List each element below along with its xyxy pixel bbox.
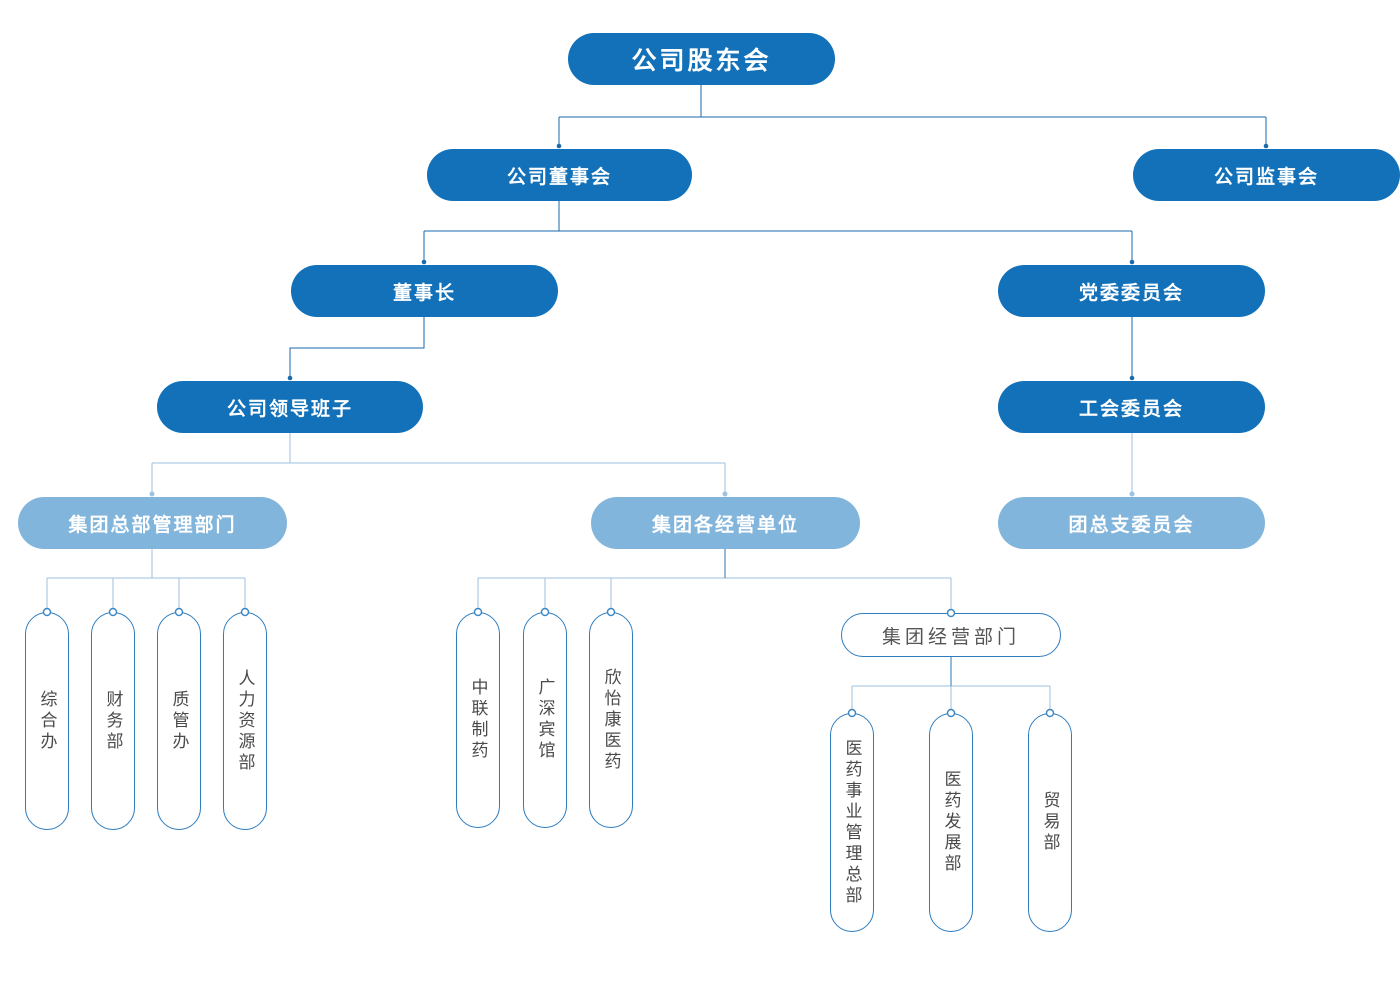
node-shareholders: 公司股东会 xyxy=(568,33,835,85)
node-trade: 贸易部 xyxy=(1028,713,1072,932)
node-general-office: 综合办 xyxy=(25,612,69,830)
connector-segment xyxy=(289,317,425,378)
node-label: 质管办 xyxy=(169,689,189,753)
junction-dots-light xyxy=(149,491,1135,497)
junction-dot xyxy=(1129,375,1135,381)
node-zhonglian-pharma: 中联制药 xyxy=(456,612,500,828)
node-business-units: 集团各经营单位 xyxy=(591,497,860,549)
node-label: 中联制药 xyxy=(468,678,488,762)
node-label: 综合办 xyxy=(37,689,57,753)
junction-dot xyxy=(287,375,293,381)
node-leadership: 公司领导班子 xyxy=(157,381,423,433)
node-label: 贸易部 xyxy=(1040,791,1060,854)
node-finance: 财务部 xyxy=(91,612,135,830)
junction-dot xyxy=(556,143,562,149)
node-supervisors: 公司监事会 xyxy=(1133,149,1400,201)
node-operations-dept: 集团经营部门 xyxy=(841,613,1061,657)
junction-dot xyxy=(1129,259,1135,265)
junction-dot xyxy=(722,491,728,497)
junction-dot xyxy=(1263,143,1269,149)
node-chairman: 董事长 xyxy=(291,265,558,317)
node-quality: 质管办 xyxy=(157,612,201,830)
node-union-committee: 工会委员会 xyxy=(998,381,1265,433)
node-label: 财务部 xyxy=(103,689,123,753)
node-label: 欣怡康医药 xyxy=(601,667,621,773)
node-label: 医药事业管理总部 xyxy=(842,738,862,907)
connector-lines-dark xyxy=(289,85,1267,378)
node-xinyikang-pharma: 欣怡康医药 xyxy=(589,612,633,828)
junction-dot xyxy=(149,491,155,497)
node-party-committee: 党委委员会 xyxy=(998,265,1265,317)
node-hr: 人力资源部 xyxy=(223,612,267,830)
node-hq-depts: 集团总部管理部门 xyxy=(18,497,287,549)
node-pharma-dev: 医药发展部 xyxy=(929,713,973,932)
junction-dot xyxy=(1129,491,1135,497)
node-pharma-admin-hq: 医药事业管理总部 xyxy=(830,713,874,932)
node-label: 人力资源部 xyxy=(235,668,255,774)
node-board: 公司董事会 xyxy=(427,149,692,201)
node-youth-league: 团总支委员会 xyxy=(998,497,1265,549)
junction-dot xyxy=(421,259,427,265)
node-label: 医药发展部 xyxy=(941,770,961,875)
node-guangshen-hotel: 广深宾馆 xyxy=(523,612,567,828)
node-label: 广深宾馆 xyxy=(535,678,555,762)
